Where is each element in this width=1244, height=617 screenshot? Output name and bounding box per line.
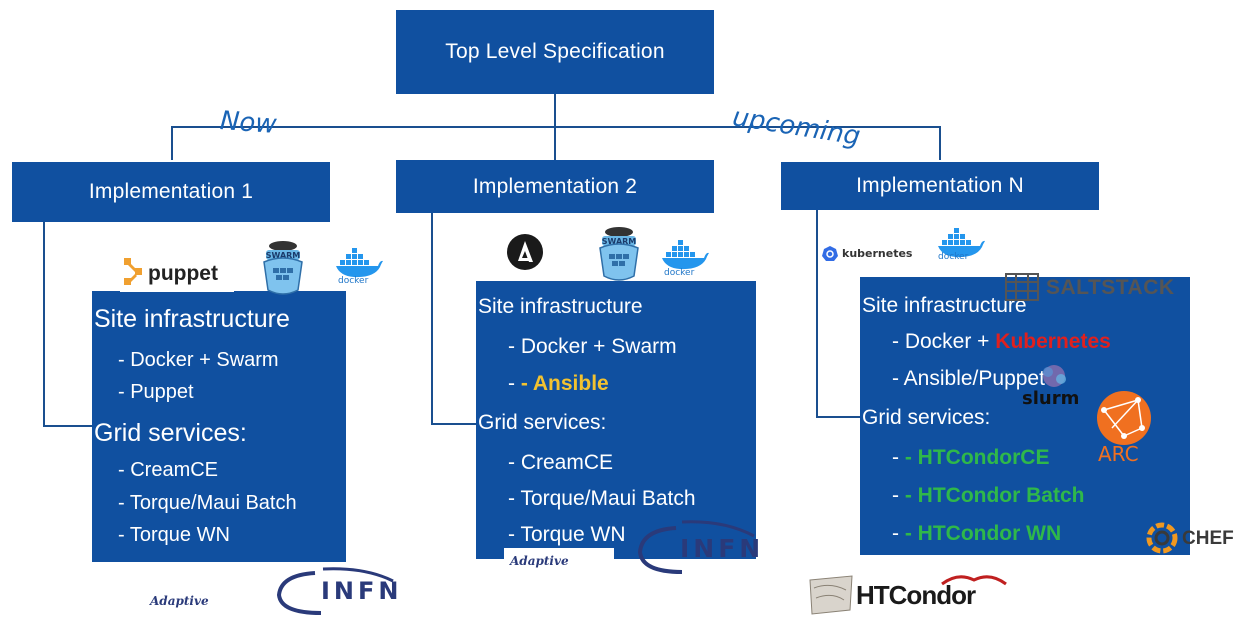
ansible-highlight: - Ansible bbox=[520, 372, 609, 395]
infn-wordmark: INFN bbox=[321, 577, 403, 605]
site-infrastructure-heading: Site infrastructure bbox=[94, 305, 290, 333]
list-item-ansible: - - Ansible bbox=[508, 372, 609, 395]
implementation-1-box: Implementation 1 bbox=[12, 162, 330, 222]
chef-logo: CHEF bbox=[1146, 518, 1242, 558]
implementation-n-box: Implementation N bbox=[781, 162, 1099, 210]
top-level-spec-box: Top Level Specification bbox=[396, 10, 714, 94]
adaptive-wordmark: Adaptive bbox=[510, 554, 569, 568]
list-item: - Torque WN bbox=[508, 523, 626, 546]
site-infrastructure-heading: Site infrastructure bbox=[862, 294, 1027, 317]
chef-wordmark: CHEF bbox=[1182, 528, 1234, 549]
arc-wordmark: ARC bbox=[1098, 442, 1139, 466]
saltstack-wordmark: SALTSTACK bbox=[1046, 276, 1175, 299]
slurm-wordmark: slurm bbox=[1022, 388, 1080, 409]
puppet-logo: puppet bbox=[120, 254, 234, 292]
htcondor-logo: HTCondor bbox=[806, 570, 1018, 616]
infn-logo: INFN bbox=[636, 518, 760, 576]
arc-logo: ARC bbox=[1092, 388, 1156, 466]
implementation-2-box: Implementation 2 bbox=[396, 160, 714, 213]
implementation-2-title: Implementation 2 bbox=[472, 174, 638, 198]
site-infrastructure-heading: Site infrastructure bbox=[478, 295, 643, 318]
kubernetes-logo: kubernetes bbox=[822, 245, 932, 263]
adaptive-wordmark: Adaptive bbox=[150, 594, 209, 608]
list-item: - CreamCE bbox=[118, 459, 219, 481]
list-item: - Docker + Swarm bbox=[508, 335, 677, 358]
list-item: - Ansible/Puppet bbox=[892, 367, 1045, 390]
list-item: - CreamCE bbox=[508, 451, 614, 474]
docker-logo: docker bbox=[334, 248, 384, 288]
puppet-wordmark: puppet bbox=[148, 262, 218, 285]
infn-logo: INFN bbox=[275, 565, 403, 615]
list-item: - Torque/Maui Batch bbox=[118, 492, 297, 514]
kubernetes-wordmark: kubernetes bbox=[842, 247, 913, 260]
svg-text:SWARM: SWARM bbox=[602, 237, 637, 246]
docker-logo: docker bbox=[660, 240, 710, 280]
htcondorce-highlight: - HTCondorCE bbox=[904, 446, 1050, 469]
infn-wordmark: INFN bbox=[680, 534, 765, 563]
implementation-n-title: Implementation N bbox=[856, 174, 1024, 197]
docker-plus: - Docker + bbox=[892, 330, 996, 353]
annotation-now: Now bbox=[219, 106, 278, 140]
htcondor-wn-highlight: - HTCondor WN bbox=[904, 522, 1062, 545]
kubernetes-highlight: Kubernetes bbox=[995, 330, 1111, 353]
list-item: - Torque WN bbox=[118, 524, 230, 546]
list-item: - Puppet bbox=[118, 381, 194, 403]
docker-wordmark: docker bbox=[664, 268, 695, 278]
implementation-1-title: Implementation 1 bbox=[88, 180, 254, 203]
implementation-2-panel: Site infrastructure - Docker + Swarm - -… bbox=[476, 281, 756, 559]
docker-wordmark: docker bbox=[338, 276, 369, 286]
implementation-n-panel: Site infrastructure - Docker + Kubernete… bbox=[860, 277, 1190, 555]
swarm-logo: SWARM bbox=[258, 238, 308, 300]
top-level-spec-title: Top Level Specification bbox=[445, 40, 665, 63]
svg-text:SWARM: SWARM bbox=[266, 251, 301, 260]
list-item: - Torque/Maui Batch bbox=[508, 487, 696, 510]
htcondor-batch-highlight: - HTCondor Batch bbox=[904, 484, 1085, 507]
list-item: - Docker + Swarm bbox=[118, 349, 279, 371]
grid-services-heading: Grid services: bbox=[478, 411, 607, 434]
ansible-logo bbox=[505, 232, 545, 272]
docker-wordmark: docker bbox=[938, 252, 969, 262]
saltstack-logo: SALTSTACK bbox=[1002, 270, 1182, 304]
implementation-1-panel: Site infrastructure - Docker + Swarm - P… bbox=[92, 291, 346, 562]
swarm-logo: SWARM bbox=[594, 224, 644, 286]
list-item-htcondor-batch: - - HTCondor Batch bbox=[892, 484, 1085, 507]
docker-logo: docker bbox=[936, 228, 986, 268]
htcondor-wordmark: HTCondor bbox=[856, 580, 976, 610]
list-item-htcondor-wn: - - HTCondor WN bbox=[892, 522, 1062, 545]
grid-services-heading: Grid services: bbox=[94, 419, 247, 447]
adaptive-logo: Adaptive bbox=[150, 592, 260, 614]
grid-services-heading: Grid services: bbox=[862, 406, 991, 429]
slurm-logo: slurm bbox=[1018, 362, 1088, 412]
list-item-htcondorce: - - HTCondorCE bbox=[892, 446, 1050, 469]
list-item-kubernetes: - Docker + Kubernetes bbox=[892, 330, 1111, 354]
adaptive-logo: Adaptive bbox=[504, 548, 614, 578]
